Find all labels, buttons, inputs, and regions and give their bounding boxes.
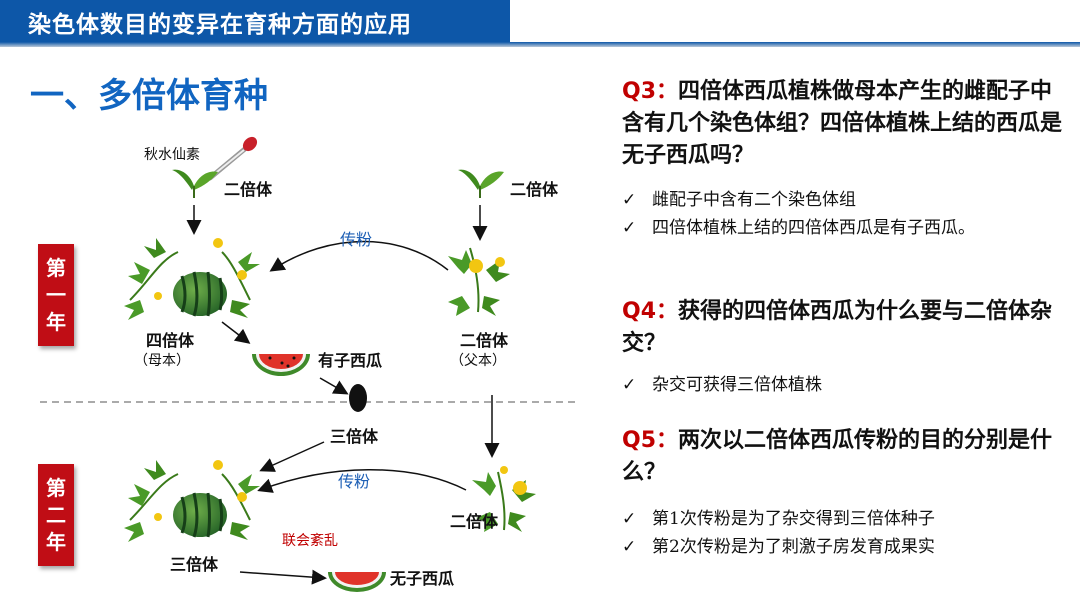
question-4: Q4：获得的四倍体西瓜为什么要与二倍体杂交？ [622, 296, 1062, 360]
seedling-right-icon [458, 170, 504, 198]
check-icon: ✓ [622, 371, 652, 399]
question-4-text: 获得的四倍体西瓜为什么要与二倍体杂交？ [622, 299, 1052, 356]
triploid-seed-label: 三倍体 [330, 423, 378, 447]
check-icon: ✓ [622, 533, 652, 561]
mother-label: （母本） [134, 350, 190, 370]
year-1-char-3: 年 [46, 309, 66, 336]
answer-item: ✓ 第1次传粉是为了杂交得到三倍体种子 [622, 505, 1062, 533]
year-2-char-3: 年 [46, 529, 66, 556]
seeded-watermelon-icon [252, 354, 310, 376]
year-1-badge: 第 一 年 [38, 244, 74, 346]
answers-3: ✓ 雌配子中含有二个染色体组 ✓ 四倍体植株上结的四倍体西瓜是有子西瓜。 [622, 186, 1062, 242]
question-3: Q3：四倍体西瓜植株做母本产生的雌配子中含有几个染色体组？四倍体植株上结的西瓜是… [622, 76, 1062, 172]
answer-text: 雌配子中含有二个染色体组 [652, 186, 856, 214]
answer-item: ✓ 四倍体植株上结的四倍体西瓜是有子西瓜。 [622, 214, 1062, 242]
dropper-icon [210, 134, 260, 178]
pollination-label-1: 传粉 [340, 226, 372, 250]
year-2-char-1: 第 [46, 475, 66, 502]
year-2-char-2: 二 [46, 502, 66, 529]
answer-item: ✓ 第2次传粉是为了刺激子房发育成果实 [622, 533, 1062, 561]
year-1-char-2: 一 [46, 282, 66, 309]
check-icon: ✓ [622, 214, 652, 242]
answer-text: 第2次传粉是为了刺激子房发育成果实 [652, 533, 935, 561]
answer-text: 杂交可获得三倍体植株 [652, 371, 822, 399]
answers-5: ✓ 第1次传粉是为了杂交得到三倍体种子 ✓ 第2次传粉是为了刺激子房发育成果实 [622, 505, 1062, 561]
diploid-label-right: 二倍体 [510, 176, 558, 200]
colchicine-label: 秋水仙素 [144, 144, 200, 164]
diagram-arrows [194, 205, 492, 578]
answer-item: ✓ 雌配子中含有二个染色体组 [622, 186, 1062, 214]
watermelon-plant-icon [124, 238, 260, 320]
seedling-left-icon [172, 170, 218, 198]
diploid-label-left: 二倍体 [224, 176, 272, 200]
triploid-plant-icon [124, 460, 260, 542]
question-3-text: 四倍体西瓜植株做母本产生的雌配子中含有几个染色体组？四倍体植株上结的西瓜是无子西… [622, 79, 1062, 168]
question-3-number: Q3： [622, 79, 678, 104]
tetraploid-label: 四倍体 [146, 327, 194, 351]
diploid-father-label: 二倍体 [460, 327, 508, 351]
year-1-char-1: 第 [46, 255, 66, 282]
answer-text: 四倍体植株上结的四倍体西瓜是有子西瓜。 [652, 214, 975, 242]
answer-text: 第1次传粉是为了杂交得到三倍体种子 [652, 505, 935, 533]
diploid-year2-label: 二倍体 [450, 508, 498, 532]
father-label: （父本） [450, 350, 506, 370]
seedless-watermelon-icon [328, 572, 386, 592]
question-5-number: Q5： [622, 428, 678, 453]
breeding-diagram [0, 0, 600, 608]
seedless-melon-label: 无子西瓜 [390, 565, 454, 589]
seed-icon [349, 384, 367, 412]
year-2-badge: 第 二 年 [38, 464, 74, 566]
seeded-melon-label: 有子西瓜 [318, 347, 382, 371]
triploid-plant-label: 三倍体 [170, 551, 218, 575]
check-icon: ✓ [622, 186, 652, 214]
question-4-number: Q4： [622, 299, 678, 324]
check-icon: ✓ [622, 505, 652, 533]
answers-4: ✓ 杂交可获得三倍体植株 [622, 371, 1062, 399]
question-5: Q5：两次以二倍体西瓜传粉的目的分别是什么？ [622, 425, 1062, 489]
synapsis-disorder-label: 联会紊乱 [282, 530, 338, 550]
pollination-label-2: 传粉 [338, 468, 370, 492]
answer-item: ✓ 杂交可获得三倍体植株 [622, 371, 1062, 399]
question-5-text: 两次以二倍体西瓜传粉的目的分别是什么？ [622, 428, 1052, 485]
flowering-plant-icon [448, 248, 510, 316]
